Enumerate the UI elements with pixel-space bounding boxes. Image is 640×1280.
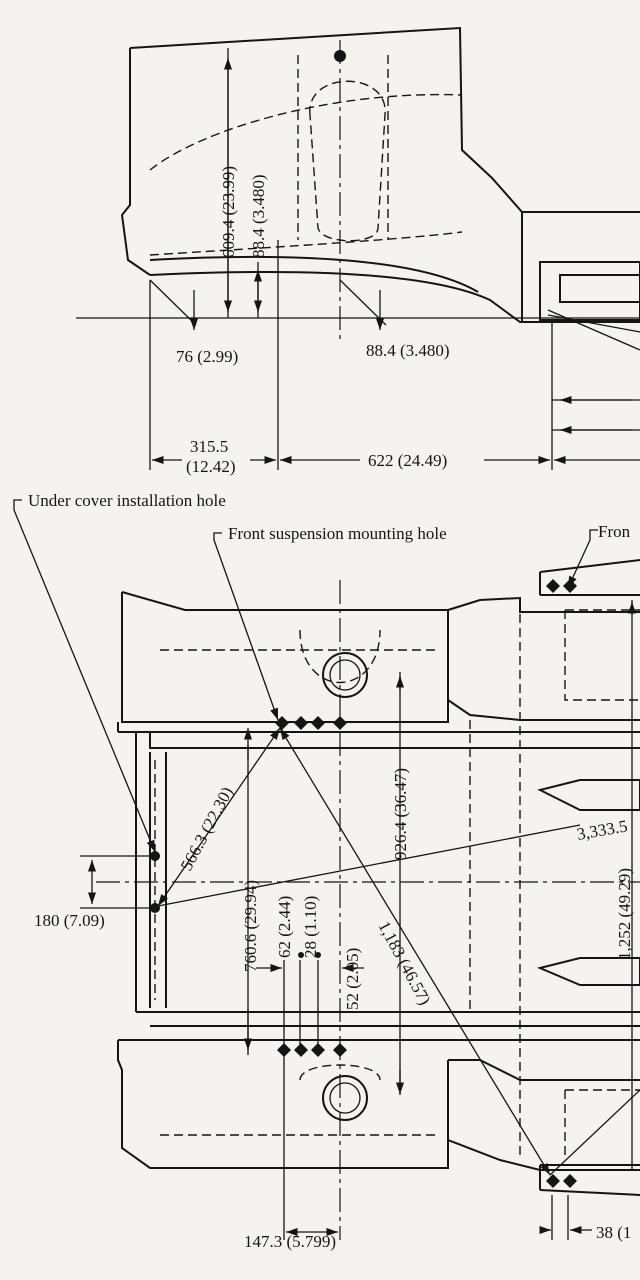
centerline <box>96 580 640 1240</box>
dimension-arrows-top <box>152 58 640 465</box>
dim-38: 38 (1 <box>596 1223 631 1242</box>
callout-leaders <box>13 499 598 853</box>
dim-622: 622 (24.49) <box>368 451 447 470</box>
dim-566: 566.3 (22.30) <box>177 784 237 874</box>
dimension-arrows-plan <box>87 602 640 1237</box>
dim-1183: 1,183 (46.57) <box>374 918 434 1008</box>
dim-1252: 1,252 (49.29) <box>615 868 634 960</box>
dim-609: 609.4 (23.99) <box>219 166 238 258</box>
plan-view <box>117 559 640 1196</box>
label-under-cover-hole: Under cover installation hole <box>28 491 226 510</box>
dim-88-vertical: 88.4 (3.480) <box>249 174 268 258</box>
dim-315-inch: (12.42) <box>186 457 236 476</box>
reference-lines-plan <box>80 600 633 1240</box>
dim-62: 62 (2.44) <box>275 896 294 958</box>
dim-926: 926.4 (36.47) <box>391 768 410 860</box>
dim-88-horizontal: 88.4 (3.480) <box>366 341 450 360</box>
dim-76: 76 (2.99) <box>176 347 238 366</box>
hole-markers <box>150 579 577 1188</box>
side-view <box>120 26 640 351</box>
dim-52: 52 (2.05) <box>343 948 362 1010</box>
label-front-suspension-hole: Front suspension mounting hole <box>228 524 447 543</box>
dim-147: 147.3 (5.799) <box>244 1232 336 1251</box>
dim-760: 760.6 (29.94) <box>241 880 260 972</box>
dim-3333: 3,333.5 <box>575 816 629 844</box>
dim-180: 180 (7.09) <box>34 911 105 930</box>
dimension-labels: 609.4 (23.99) 88.4 (3.480) 76 (2.99) 88.… <box>28 166 634 1251</box>
reference-lines-top <box>76 40 640 470</box>
label-front-partial: Fron <box>598 522 631 541</box>
dim-315: 315.5 <box>190 437 228 456</box>
dim-28: 28 (1.10) <box>301 896 320 958</box>
